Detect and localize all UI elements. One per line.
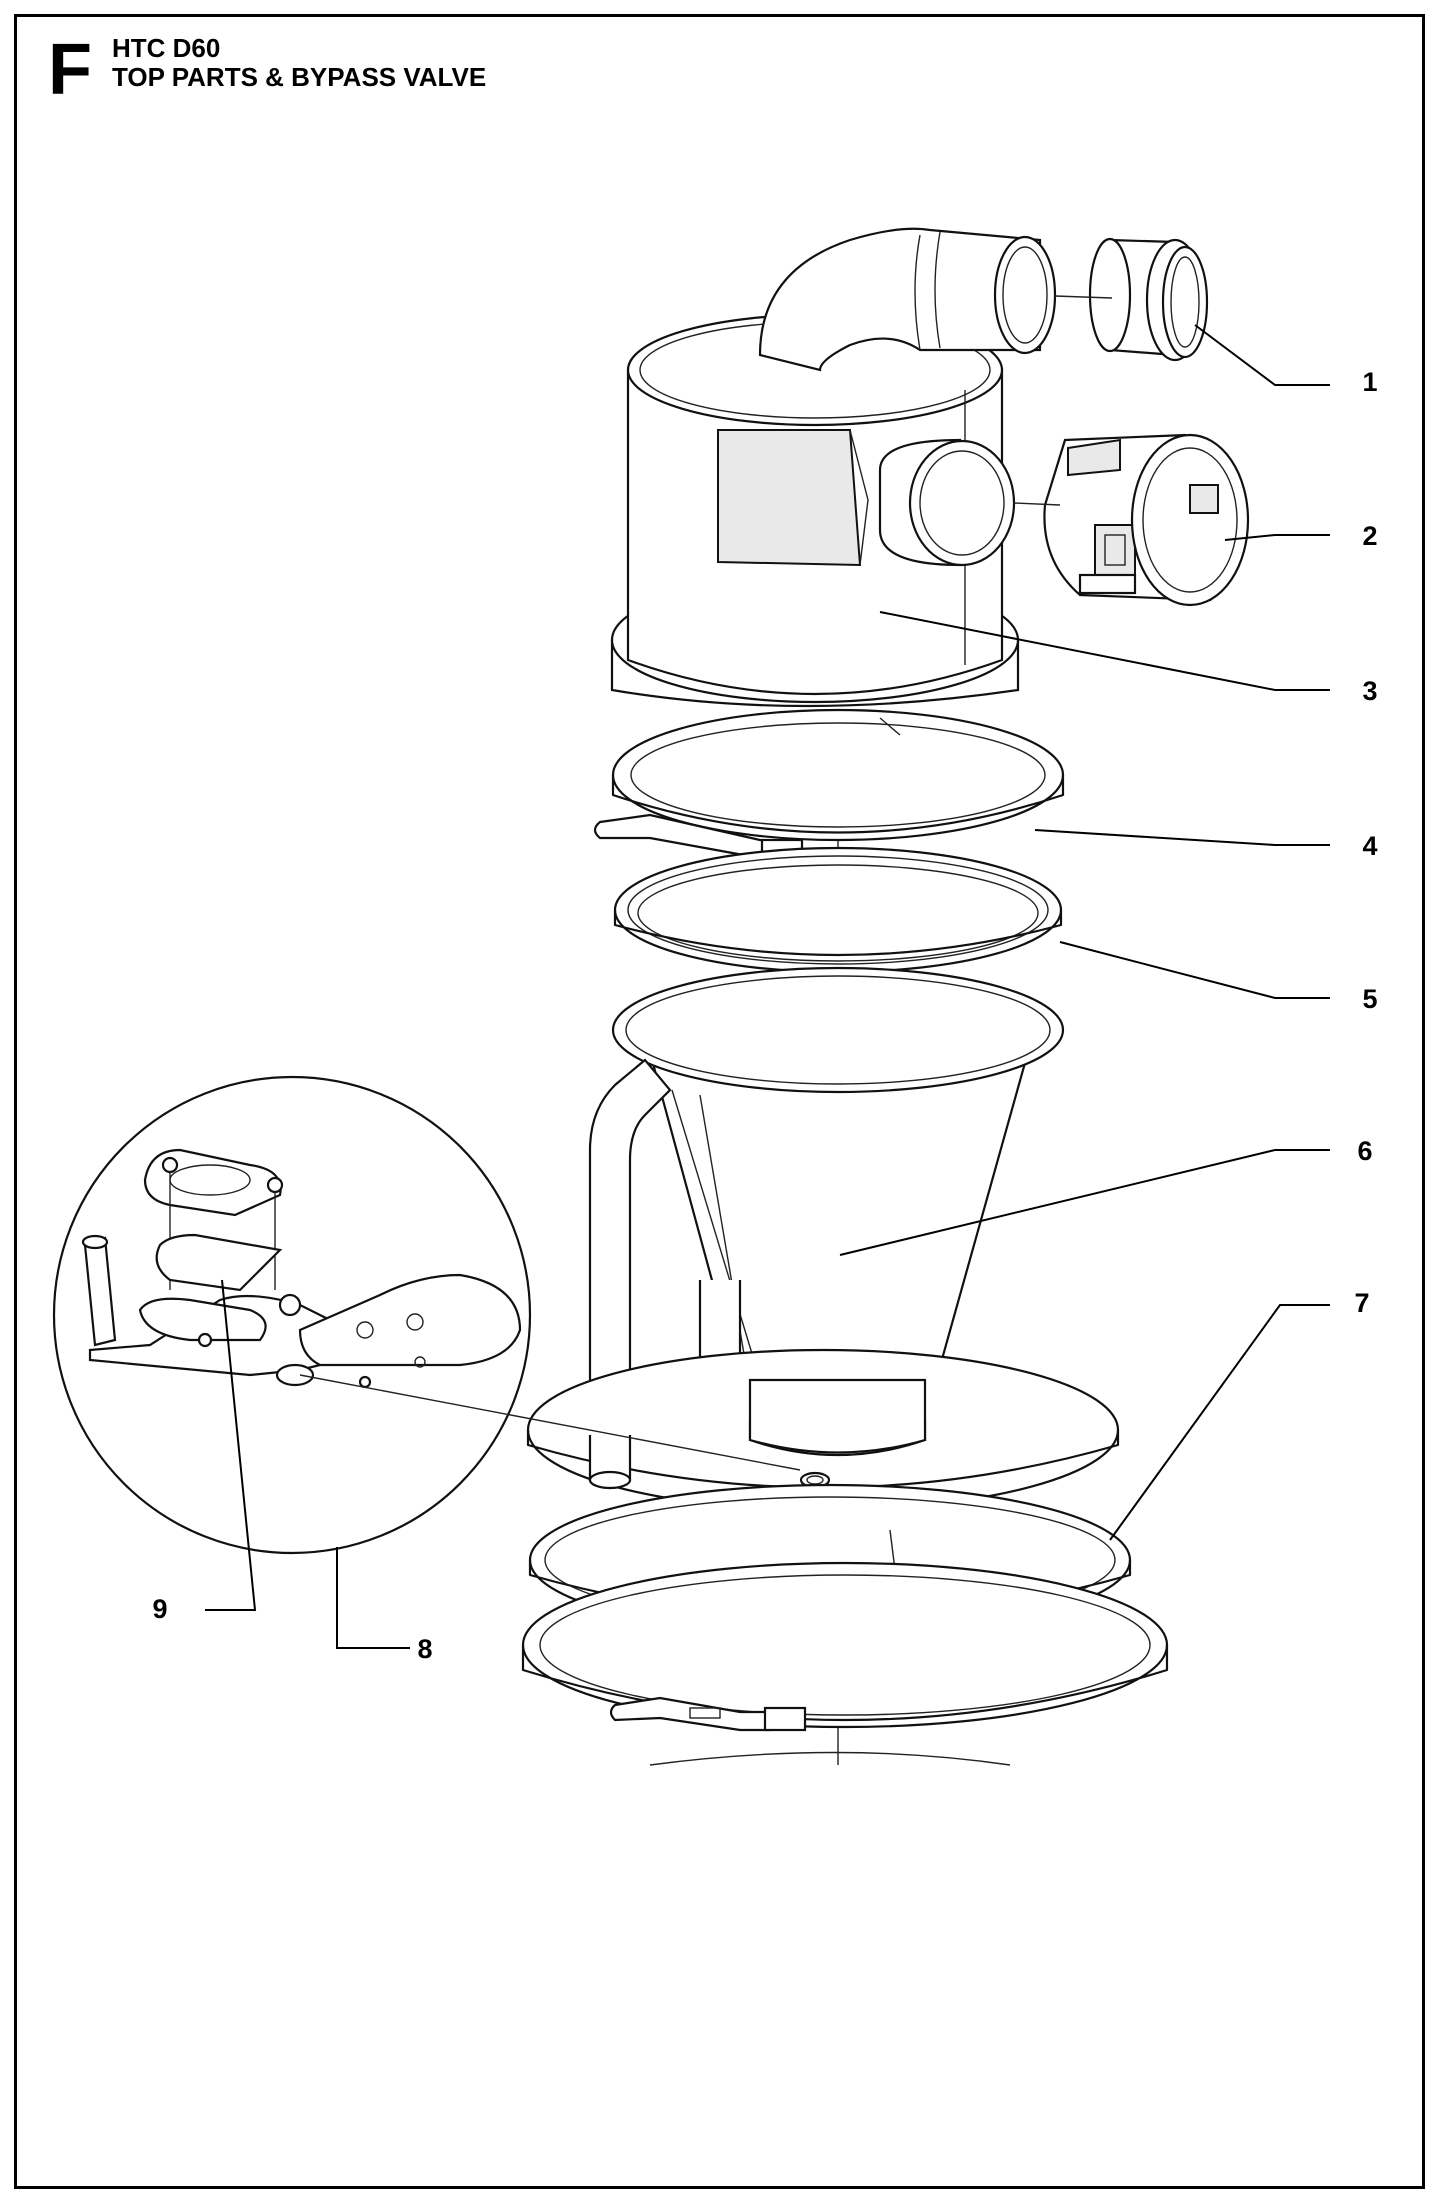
part-1-hose-coupling (1054, 237, 1209, 362)
page-frame (14, 14, 1425, 2189)
callout-8: 8 (417, 1634, 432, 1664)
callout-4: 4 (1362, 831, 1377, 861)
callout-3: 3 (1362, 676, 1377, 706)
callout-leaders (205, 324, 1330, 1649)
callout-7: 7 (1354, 1288, 1369, 1318)
lower-clamp-ring (521, 1561, 1169, 1766)
section-letter: F (48, 30, 92, 110)
callout-1: 1 (1362, 367, 1377, 397)
part-2-quick-coupling (1013, 433, 1250, 607)
callout-6: 6 (1357, 1136, 1372, 1166)
part-4-clamp-ring (593, 708, 1065, 862)
part-3-cyclone-housing (610, 227, 1057, 708)
title-block: HTC D60 TOP PARTS & BYPASS VALVE (112, 34, 486, 92)
callout-2: 2 (1362, 521, 1377, 551)
part-5-gasket (613, 846, 1063, 974)
model-title: HTC D60 (112, 33, 221, 63)
part-6-cone (611, 966, 1065, 1432)
callout-9: 9 (152, 1594, 167, 1624)
callout-5: 5 (1362, 984, 1377, 1014)
detail-circle-bypass-valve (52, 1075, 801, 1555)
part-8-base-plate (526, 1348, 1120, 1517)
section-title: TOP PARTS & BYPASS VALVE (112, 62, 487, 92)
